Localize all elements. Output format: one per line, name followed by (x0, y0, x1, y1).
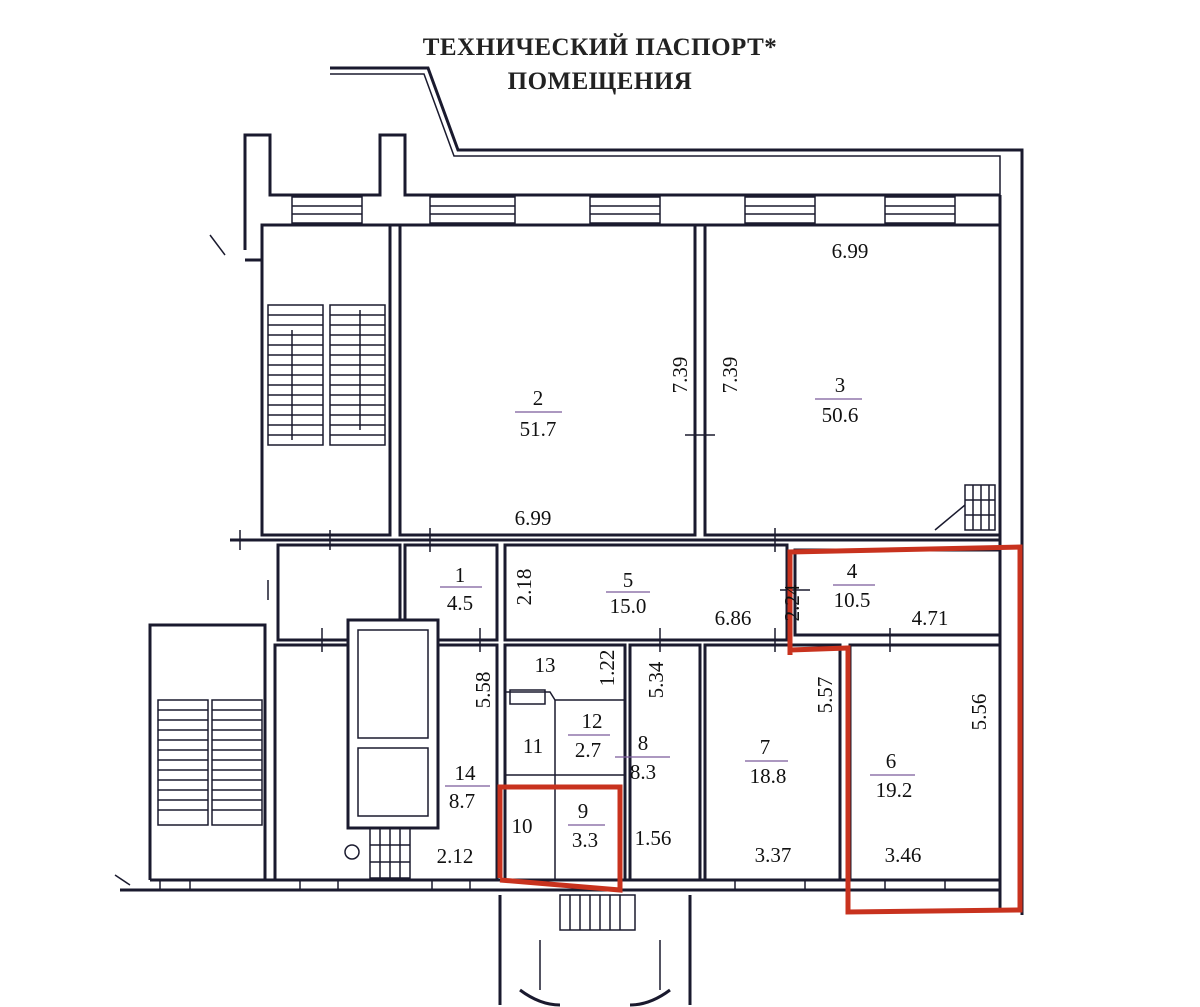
room-13-number: 13 (535, 653, 556, 677)
windows-bottom (114, 234, 946, 891)
room-14-area: 8.7 (449, 789, 475, 813)
room-7-area: 18.8 (750, 764, 787, 788)
dim-r6-height: 5.56 (967, 694, 991, 731)
room-1-area: 4.5 (447, 591, 473, 615)
vent-shaft (934, 484, 996, 531)
room-2 (398, 223, 697, 537)
dim-r4-width: 4.71 (912, 606, 949, 630)
room-4-area: 10.5 (834, 588, 871, 612)
door-marks (239, 528, 891, 652)
windows-top (291, 196, 956, 224)
title-line-2: ПОМЕЩЕНИЯ (507, 68, 693, 95)
stairs-upper (267, 304, 386, 446)
room-12-number: 12 (582, 709, 603, 733)
room-7-number: 7 (760, 735, 771, 759)
room-5 (503, 543, 789, 642)
room-2-number: 2 (533, 386, 544, 410)
dimension-labels: 6.99 6.99 7.39 7.39 2.18 6.86 2.24 4.71 … (437, 239, 991, 868)
room-2-area: 51.7 (520, 417, 557, 441)
dim-r2-height: 7.39 (668, 357, 692, 394)
room-labels: 2 51.7 3 50.6 1 4.5 5 15.0 4 10.5 13 12 … (440, 373, 915, 852)
dim-r8-width: 1.56 (635, 826, 672, 850)
stairs-lower (157, 699, 263, 826)
room-11-number: 11 (523, 734, 543, 758)
room-8-area: 8.3 (630, 760, 656, 784)
dim-r7-width: 3.37 (755, 843, 792, 867)
room-6-number: 6 (886, 749, 897, 773)
dim-r5-width: 6.86 (715, 606, 752, 630)
dim-r8-height: 5.34 (644, 661, 668, 698)
dim-r6-width: 3.46 (885, 843, 922, 867)
stairwell-upper (260, 223, 392, 537)
title-line-1: ТЕХНИЧЕСКИЙ ПАСПОРТ* (422, 34, 778, 61)
room-8-number: 8 (638, 731, 649, 755)
dim-r7-height: 5.57 (813, 677, 837, 714)
highlight-rooms-4-6 (787, 544, 1023, 915)
room-10-number: 10 (512, 814, 533, 838)
room-3-area: 50.6 (822, 403, 859, 427)
room-5-number: 5 (623, 568, 634, 592)
room-9-number: 9 (578, 799, 589, 823)
room-14-number: 14 (455, 761, 477, 785)
dim-r4-height: 2.24 (780, 584, 804, 621)
dim-r3-height: 7.39 (718, 357, 742, 394)
dim-r14-width: 2.12 (437, 844, 474, 868)
room-4 (793, 548, 1002, 637)
vestibule (276, 543, 402, 642)
room-9-area: 3.3 (572, 828, 598, 852)
room-5-area: 15.0 (610, 594, 647, 618)
entrance-porch (498, 894, 692, 1007)
dim-r2-width: 6.99 (515, 506, 552, 530)
room-3 (703, 223, 1002, 537)
highlight-room-9 (497, 784, 623, 893)
room-12-area: 2.7 (575, 738, 601, 762)
room-3-number: 3 (835, 373, 846, 397)
dim-r1-height: 2.18 (512, 569, 536, 606)
room-6 (848, 643, 1002, 882)
dim-r14-height: 5.58 (471, 672, 495, 709)
elevator-shaft (344, 618, 440, 879)
room-1-number: 1 (455, 563, 466, 587)
dim-r13-height: 1.22 (595, 650, 619, 687)
room-4-number: 4 (847, 559, 858, 583)
room-6-area: 19.2 (876, 778, 913, 802)
dim-r3-width: 6.99 (832, 239, 869, 263)
